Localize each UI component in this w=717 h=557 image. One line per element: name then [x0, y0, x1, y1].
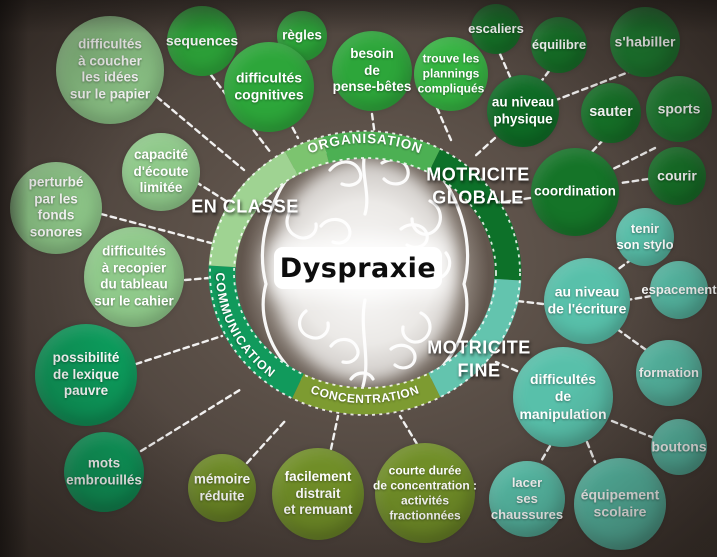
bubble-sports: sports: [646, 76, 712, 142]
bubble-label: trouve les plannings compliqués: [417, 51, 485, 96]
bubble-label: escaliers: [468, 20, 524, 36]
bubble-label: boutons: [651, 438, 707, 455]
bubble-au-niveau-ecriture: au niveau de l'écriture: [544, 258, 630, 344]
bubble-difficultes-a-coucher: difficultés à coucher les idées sur le p…: [56, 16, 164, 124]
bubble-courte-duree-concentration: courte durée de concentration : activité…: [373, 443, 477, 543]
bubble-tenir-son-stylo: tenir son stylo: [616, 208, 674, 266]
bubble-boutons: boutons: [651, 419, 707, 475]
region-label-motricite-globale: MOTRICITE GLOBALE: [426, 164, 530, 208]
page-title: Dyspraxie: [279, 252, 437, 284]
bubble-facilement-distrait: facilement distrait et remuant: [272, 448, 364, 540]
bubble-escaliers: escaliers: [468, 4, 524, 54]
bubble-label: équipement scolaire: [580, 486, 660, 520]
bubble-label: au niveau physique: [491, 94, 555, 126]
bubble-courir: courir: [648, 147, 706, 205]
bubble-label: courir: [657, 167, 697, 184]
region-label-motricite-fine: MOTRICITE FINE: [427, 337, 531, 381]
bubble-label: s'habiller: [614, 33, 676, 50]
bubble-label: courte durée de concentration : activité…: [372, 463, 477, 522]
bubble-label: espacement: [641, 281, 717, 297]
bubble-label: mots embrouillés: [66, 455, 142, 487]
bubble-label: au niveau de l'écriture: [547, 283, 627, 317]
bubble-label: perturbé par les fonds sonores: [28, 174, 84, 240]
bubble-au-niveau-physique: au niveau physique: [487, 75, 559, 147]
bubble-sequences: sequences: [166, 6, 238, 76]
bubble-label: facilement distrait et remuant: [283, 468, 353, 518]
bubble-label: formation: [639, 364, 699, 380]
bubble-label: sports: [657, 100, 701, 117]
bubble-lacer-ses-chaussures: lacer ses chaussures: [489, 461, 565, 537]
bubble-difficultes-recopier: difficultés à recopier du tableau sur le…: [84, 227, 184, 327]
bubble-difficultes-cognitives: difficultés cognitives: [224, 42, 314, 132]
bubble-perturbe-fonds-sonores: perturbé par les fonds sonores: [10, 162, 102, 254]
bubble-label: capacité d'écoute limitée: [133, 146, 189, 196]
bubble-s-habiller: s'habiller: [610, 7, 680, 77]
bubble-label: difficultés cognitives: [234, 69, 304, 103]
bubble-label: sequences: [165, 32, 239, 49]
bubble-equipement-scolaire: équipement scolaire: [574, 458, 666, 550]
bubble-possibilite-lexique-pauvre: possibilité de lexique pauvre: [35, 324, 137, 426]
bubble-label: tenir son stylo: [616, 220, 674, 252]
center-title-banner: Dyspraxie: [274, 247, 442, 289]
bubble-capacite-ecoute-limitee: capacité d'écoute limitée: [122, 133, 200, 211]
bubble-formation: formation: [636, 340, 702, 406]
bubble-label: coordination: [534, 183, 616, 199]
bubble-memoire-reduite: mémoire réduite: [188, 454, 256, 522]
region-label-en-classe: EN CLASSE: [191, 196, 299, 217]
bubble-label: équilibre: [531, 36, 587, 52]
bubble-label: possibilité de lexique pauvre: [52, 349, 120, 399]
bubble-espacement: espacement: [641, 261, 717, 319]
bubble-equilibre: équilibre: [531, 17, 587, 73]
bubble-label: difficultés à recopier du tableau sur le…: [94, 243, 174, 309]
bubble-mots-embrouilles: mots embrouillés: [64, 432, 144, 512]
bubble-label: mémoire réduite: [193, 471, 251, 503]
